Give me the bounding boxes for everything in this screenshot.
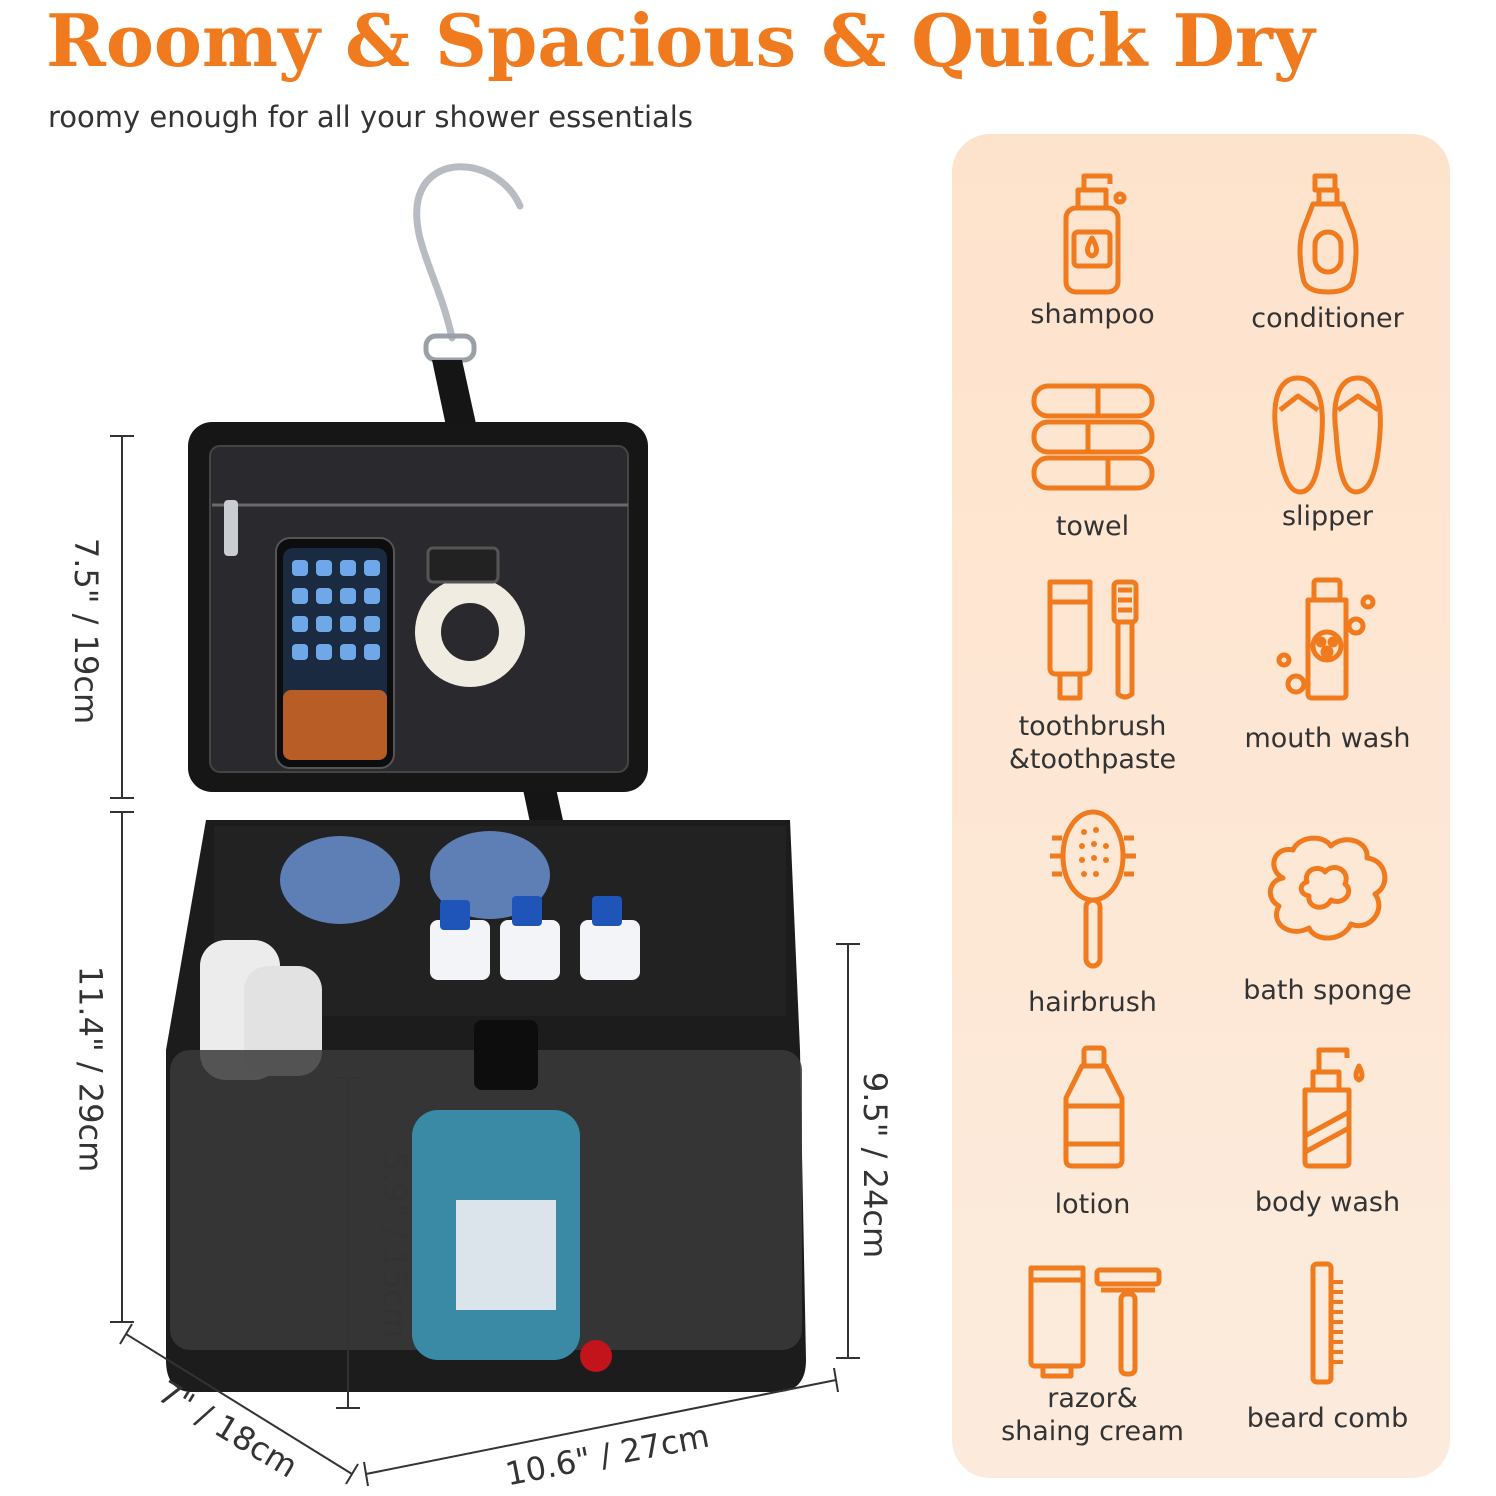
- hairbrush-icon: [1049, 809, 1136, 969]
- toothbrush-toothpaste-icon: [1047, 579, 1138, 701]
- essential-label: conditioner: [1251, 303, 1404, 334]
- scrunchie: [415, 577, 525, 687]
- essential-label: lotion: [1054, 1189, 1131, 1220]
- hanging-hook: [413, 163, 524, 342]
- shampoo-pump-bottle-icon: [1063, 173, 1126, 295]
- slipper-icon: [1271, 375, 1383, 495]
- towel-stack-icon: [1031, 383, 1154, 491]
- essential-label: mouth wash: [1244, 723, 1411, 754]
- essential-item-towel: towel: [968, 378, 1217, 543]
- essentials-panel: [952, 134, 1450, 1478]
- essential-item-bath-sponge: bath sponge: [1203, 834, 1452, 1007]
- essential-item-toothbrush: toothbrush &toothpaste: [968, 576, 1217, 776]
- essential-item-body-wash: body wash: [1203, 1044, 1452, 1219]
- product-illustration: [110, 163, 860, 1487]
- body-wash-bottle-icon: [1302, 1047, 1364, 1169]
- essential-label: bath sponge: [1243, 975, 1412, 1006]
- lotion-bottle-icon: [1063, 1045, 1124, 1169]
- essential-item-razor: razor& shaing cream: [968, 1262, 1217, 1448]
- essential-label: razor& shaing cream: [1001, 1383, 1184, 1447]
- essential-item-beard-comb: beard comb: [1203, 1260, 1452, 1435]
- essential-label: shampoo: [1030, 299, 1155, 330]
- page-subtitle: roomy enough for all your shower essenti…: [48, 100, 693, 134]
- essential-label: towel: [1055, 511, 1130, 542]
- page-title: Roomy & Spacious & Quick Dry: [46, 0, 1315, 83]
- essential-item-mouth-wash: mouth wash: [1203, 576, 1452, 755]
- essential-label: slipper: [1281, 501, 1374, 532]
- essential-item-conditioner: conditioner: [1203, 168, 1452, 335]
- pocket-height-label: 5.9" / 15cm: [376, 1151, 415, 1339]
- essential-label: hairbrush: [1028, 987, 1157, 1018]
- body-height-label: 9.5" / 24cm: [856, 1071, 895, 1259]
- bath-sponge-icon: [1267, 835, 1387, 941]
- essential-item-slipper: slipper: [1203, 372, 1452, 533]
- essential-label: body wash: [1254, 1187, 1401, 1218]
- lid-height-label: 7.5" / 19cm: [67, 537, 106, 725]
- essential-label: toothbrush &toothpaste: [1008, 711, 1177, 775]
- essential-item-lotion: lotion: [968, 1044, 1217, 1221]
- total-height-label: 11.4" / 29cm: [71, 965, 110, 1173]
- beard-comb-icon: [1310, 1261, 1343, 1385]
- essential-item-hairbrush: hairbrush: [968, 808, 1217, 1019]
- mouth-wash-bottle-icon: [1276, 577, 1375, 701]
- essential-label: beard comb: [1246, 1403, 1409, 1434]
- essential-item-shampoo: shampoo: [968, 168, 1217, 331]
- razor-shaving-cream-icon: [1028, 1265, 1161, 1379]
- conditioner-bottle-icon: [1297, 173, 1358, 295]
